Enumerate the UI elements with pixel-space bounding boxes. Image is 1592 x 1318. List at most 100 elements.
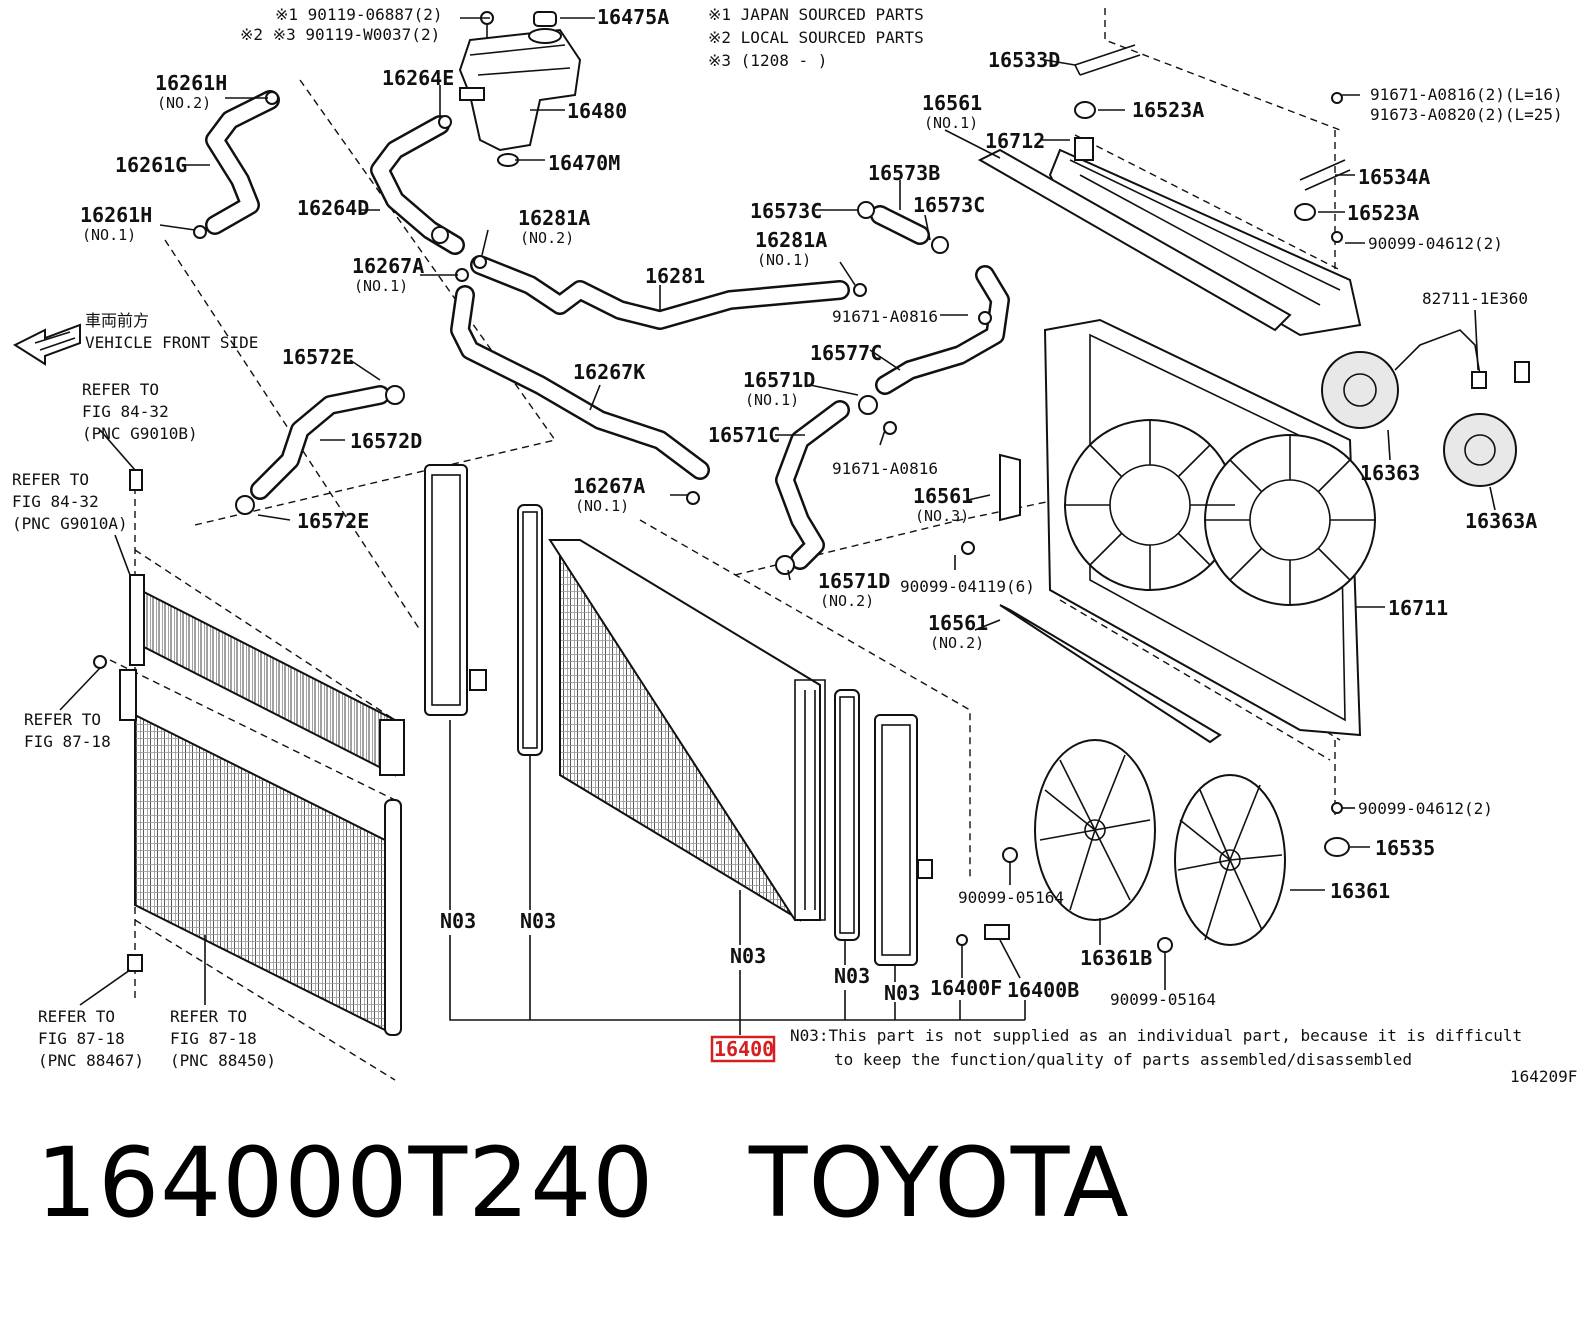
label-16561-no3-sub: (NO.3) (915, 507, 969, 525)
label-16480[interactable]: 16480 (567, 99, 627, 123)
brackets-right (1074, 44, 1351, 857)
upper-support (977, 137, 1362, 744)
footer-part-number: 164000T240 (36, 1127, 655, 1239)
label-16261H-no1[interactable]: 16261H (80, 203, 152, 227)
label-16712[interactable]: 16712 (985, 129, 1045, 153)
label-16572E-top[interactable]: 16572E (282, 345, 354, 369)
label-16400F[interactable]: 16400F (930, 976, 1002, 1000)
ref-4-line2: FIG 87-18 (38, 1029, 125, 1048)
parts-diagram: ※1 JAPAN SOURCED PARTS ※2 LOCAL SOURCED … (12, 5, 1577, 1086)
label-16561-no1[interactable]: 16561 (922, 91, 982, 115)
label-16361B[interactable]: 16361B (1080, 946, 1152, 970)
label-90099-05164-left[interactable]: 90099-05164 (958, 888, 1064, 907)
label-90099-04612-bottom[interactable]: 90099-04612(2) (1358, 799, 1493, 818)
label-16561-no1-sub: (NO.1) (924, 114, 978, 132)
footer-brand: TOYOTA (748, 1127, 1130, 1239)
ref-5-line2: FIG 87-18 (170, 1029, 257, 1048)
bolt-label-japan: ※1 90119-06887(2) (275, 5, 443, 24)
radiator-core (548, 539, 826, 922)
label-16572E-bottom[interactable]: 16572E (297, 509, 369, 533)
bolt-label-local: ※2 ※3 90119-W0037(2) (240, 25, 440, 44)
header-notes: ※1 JAPAN SOURCED PARTS ※2 LOCAL SOURCED … (240, 5, 924, 70)
label-90099-04612-top[interactable]: 90099-04612(2) (1368, 234, 1503, 253)
label-16281A-no1-sub: (NO.1) (757, 251, 811, 269)
label-16261H-no1-sub: (NO.1) (82, 226, 136, 244)
label-16281[interactable]: 16281 (645, 264, 705, 288)
label-16535[interactable]: 16535 (1375, 836, 1435, 860)
highlight-box-16400 (710, 1035, 776, 1063)
hoses-upper (205, 90, 1010, 570)
direction-en: VEHICLE FRONT SIDE (85, 333, 258, 352)
ref-4-line3: (PNC 88467) (38, 1051, 144, 1070)
label-16577C[interactable]: 16577C (810, 341, 882, 365)
label-91671-mid[interactable]: 91671-A0816 (832, 459, 938, 478)
label-16571D-no2[interactable]: 16571D (818, 569, 890, 593)
fan-blades (1002, 739, 1286, 953)
label-16400B[interactable]: 16400B (1007, 978, 1079, 1002)
label-16264D[interactable]: 16264D (297, 196, 369, 220)
label-16363A[interactable]: 16363A (1465, 509, 1537, 533)
ref-1-line1: REFER TO (82, 380, 159, 399)
ref-2-line3: (PNC G9010A) (12, 514, 128, 533)
footnote-line1: N03:This part is not supplied as an indi… (790, 1026, 1522, 1045)
label-16470M[interactable]: 16470M (548, 151, 620, 175)
label-16533D[interactable]: 16533D (988, 48, 1060, 72)
label-n03-e: N03 (884, 981, 920, 1005)
direction-and-refs: 車両前方 VEHICLE FRONT SIDE REFER TO FIG 84-… (12, 311, 276, 1070)
ref-1-line3: (PNC G9010B) (82, 424, 198, 443)
label-16281A-no1[interactable]: 16281A (755, 228, 827, 252)
note-japan-sourced: ※1 JAPAN SOURCED PARTS (708, 5, 924, 24)
direction-jp: 車両前方 (85, 311, 149, 330)
ref-3-line2: FIG 87-18 (24, 732, 111, 751)
label-16261H-no2[interactable]: 16261H (155, 71, 227, 95)
label-16561-no2[interactable]: 16561 (928, 611, 988, 635)
label-16523A-top[interactable]: 16523A (1132, 98, 1204, 122)
label-16561-no2-sub: (NO.2) (930, 634, 984, 652)
label-16281A-no2-sub: (NO.2) (520, 229, 574, 247)
label-91671-right[interactable]: 91671-A0816(2)(L=16) (1370, 85, 1563, 104)
label-91673-right[interactable]: 91673-A0820(2)(L=25) (1370, 105, 1563, 124)
label-16267A-no1-mid[interactable]: 16267A (573, 474, 645, 498)
label-82711-1E360[interactable]: 82711-1E360 (1422, 289, 1528, 308)
label-16573C-right[interactable]: 16573C (913, 193, 985, 217)
label-16361[interactable]: 16361 (1330, 879, 1390, 903)
label-16475A[interactable]: 16475A (597, 5, 669, 29)
label-16572D[interactable]: 16572D (350, 429, 422, 453)
label-16561-no3[interactable]: 16561 (913, 484, 973, 508)
label-16573C-left[interactable]: 16573C (750, 199, 822, 223)
label-16281A-no2[interactable]: 16281A (518, 206, 590, 230)
label-91671-top[interactable]: 91671-A0816 (832, 307, 938, 326)
label-16523A-right[interactable]: 16523A (1347, 201, 1419, 225)
label-16711[interactable]: 16711 (1388, 596, 1448, 620)
reservoir-tank (458, 11, 582, 167)
label-16267K[interactable]: 16267K (573, 360, 645, 384)
ref-2-line2: FIG 84-32 (12, 492, 99, 511)
label-16573B[interactable]: 16573B (868, 161, 940, 185)
hose-clamps (193, 91, 992, 575)
label-n03-b: N03 (520, 909, 556, 933)
label-16571D-no1[interactable]: 16571D (743, 368, 815, 392)
front-direction-arrow (12, 323, 81, 366)
footnote: N03:This part is not supplied as an indi… (790, 1026, 1522, 1069)
note-period: ※3 (1208 - ) (708, 51, 827, 70)
label-90099-05164-right[interactable]: 90099-05164 (1110, 990, 1216, 1009)
leader-lines (59, 17, 1496, 1035)
label-n03-a: N03 (440, 909, 476, 933)
label-16267A-no1-mid-sub: (NO.1) (575, 497, 629, 515)
label-90099-04119[interactable]: 90099-04119(6) (900, 577, 1035, 596)
label-16267A-no1-top[interactable]: 16267A (352, 254, 424, 278)
note-local-sourced: ※2 LOCAL SOURCED PARTS (708, 28, 924, 47)
part-labels: 16475A 16480 16470M 16264E 16264D 16261H… (80, 5, 1577, 1086)
footer-title: 164000T240 TOYOTA (36, 1118, 1130, 1248)
label-16264E[interactable]: 16264E (382, 66, 454, 90)
label-16400[interactable]: 16400 (714, 1037, 774, 1061)
label-16571C[interactable]: 16571C (708, 423, 780, 447)
label-16534A[interactable]: 16534A (1358, 165, 1430, 189)
figure-code: 164209F (1510, 1067, 1577, 1086)
fan-motors (1321, 329, 1530, 487)
label-16261G[interactable]: 16261G (115, 153, 187, 177)
label-16261H-no2-sub: (NO.2) (157, 94, 211, 112)
condenser (93, 469, 405, 1036)
label-16571D-no1-sub: (NO.1) (745, 391, 799, 409)
label-16363[interactable]: 16363 (1360, 461, 1420, 485)
